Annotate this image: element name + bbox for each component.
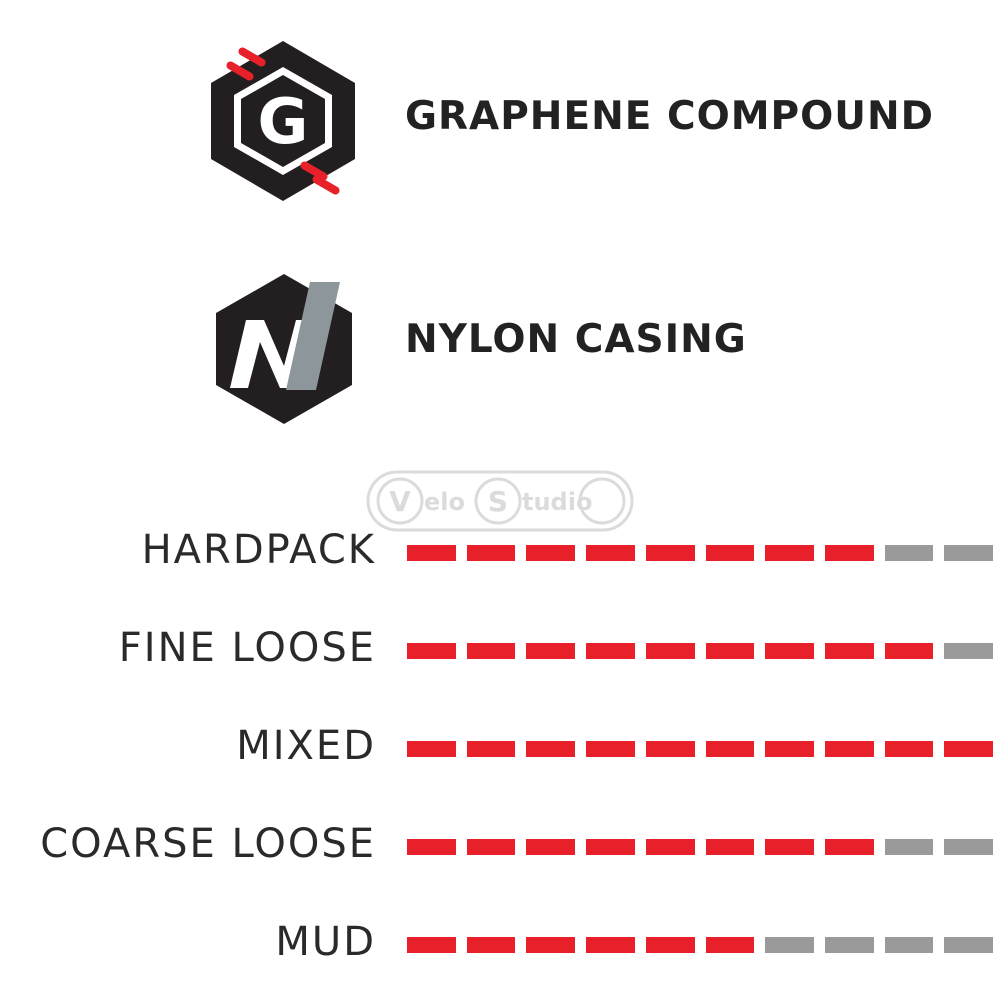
rating-segment-filled: [705, 643, 755, 659]
rating-segment-filled: [526, 545, 576, 561]
rating-segment-empty: [824, 937, 874, 953]
rating-label: MIXED: [236, 723, 376, 769]
rating-row-coarse-loose: COARSE LOOSE: [0, 816, 1000, 876]
rating-segment-filled: [526, 643, 576, 659]
rating-segment-filled: [407, 545, 456, 561]
rating-segment-filled: [705, 741, 755, 757]
rating-segment-filled: [765, 545, 814, 561]
watermark-letter-v: V: [389, 485, 411, 518]
rating-segment-filled: [586, 643, 635, 659]
watermark-text-elo: elo: [424, 488, 465, 516]
rating-segment-filled: [466, 741, 516, 757]
rating-segment-empty: [765, 937, 814, 953]
rating-segment-filled: [645, 741, 695, 757]
rating-segment-filled: [884, 643, 934, 659]
rating-segment-filled: [765, 839, 814, 855]
rating-segment-filled: [944, 741, 994, 757]
rating-segment-filled: [466, 839, 516, 855]
watermark-letter-s: S: [488, 485, 508, 518]
rating-label: HARDPACK: [141, 527, 376, 573]
rating-segment-filled: [705, 545, 755, 561]
rating-segment-filled: [645, 839, 695, 855]
rating-segment-filled: [645, 937, 695, 953]
rating-segment-empty: [944, 643, 994, 659]
rating-segment-filled: [407, 741, 456, 757]
rating-segment-filled: [466, 643, 516, 659]
rating-segment-filled: [466, 545, 516, 561]
rating-row-mud: MUD: [0, 914, 1000, 974]
rating-row-mixed: MIXED: [0, 718, 1000, 778]
rating-bar: [407, 545, 994, 561]
rating-segment-filled: [586, 741, 635, 757]
rating-segment-filled: [466, 937, 516, 953]
rating-segment-filled: [765, 741, 814, 757]
rating-segment-empty: [944, 545, 994, 561]
graphene-compound-label: GRAPHENE COMPOUND: [405, 94, 934, 139]
rating-segment-empty: [884, 839, 934, 855]
rating-row-fine-loose: FINE LOOSE: [0, 620, 1000, 680]
rating-segment-filled: [407, 937, 456, 953]
rating-segment-filled: [824, 741, 874, 757]
rating-segment-filled: [705, 937, 755, 953]
rating-segment-filled: [884, 741, 934, 757]
rating-bar: [407, 937, 994, 953]
rating-segment-filled: [586, 937, 635, 953]
rating-segment-filled: [526, 937, 576, 953]
watermark-text-tudio: tudio: [522, 488, 592, 516]
graphene-icon-letter: G: [258, 85, 309, 158]
rating-segment-empty: [884, 545, 934, 561]
rating-label: FINE LOOSE: [118, 625, 376, 671]
nylon-casing-label: NYLON CASING: [405, 317, 747, 362]
rating-segment-empty: [944, 839, 994, 855]
velo-studio-watermark: V elo S tudio: [366, 470, 634, 532]
rating-segment-filled: [824, 643, 874, 659]
rating-segment-empty: [884, 937, 934, 953]
rating-segment-filled: [407, 643, 456, 659]
rating-segment-filled: [526, 839, 576, 855]
rating-segment-filled: [645, 545, 695, 561]
rating-segment-filled: [407, 839, 456, 855]
rating-label: MUD: [275, 919, 376, 965]
rating-bar: [407, 839, 994, 855]
rating-bar: [407, 741, 994, 757]
rating-segment-empty: [944, 937, 994, 953]
rating-segment-filled: [824, 545, 874, 561]
rating-row-hardpack: HARDPACK: [0, 522, 1000, 582]
rating-label: COARSE LOOSE: [40, 821, 376, 867]
rating-segment-filled: [765, 643, 814, 659]
rating-segment-filled: [824, 839, 874, 855]
rating-bar: [407, 643, 994, 659]
rating-segment-filled: [645, 643, 695, 659]
graphene-g-hexagon-icon: G: [211, 41, 355, 201]
rating-segment-filled: [526, 741, 576, 757]
rating-segment-filled: [705, 839, 755, 855]
nylon-n-hexagon-icon: [216, 274, 352, 424]
rating-segment-filled: [586, 839, 635, 855]
rating-segment-filled: [586, 545, 635, 561]
